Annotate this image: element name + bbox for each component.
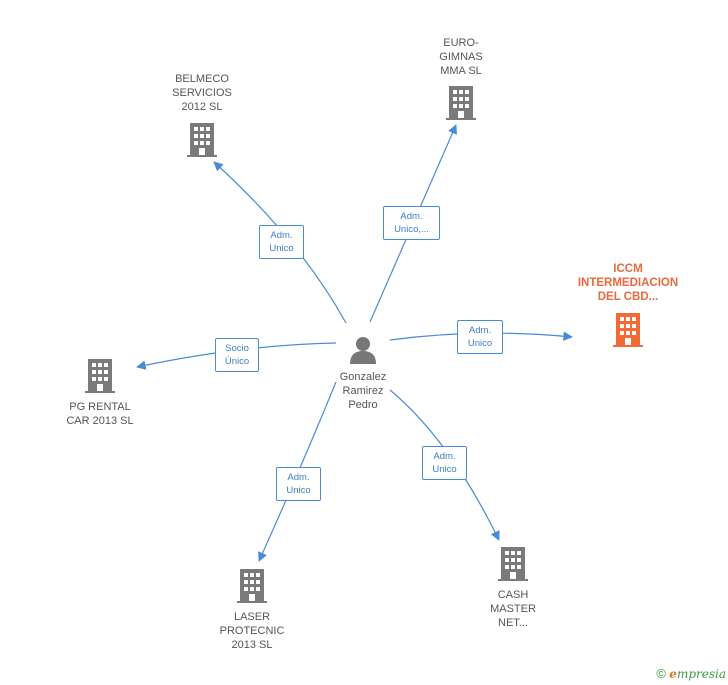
company-label: LASER PROTECNIC 2013 SL [219, 611, 285, 651]
company-label: ICCM INTERMEDIACION DEL CBD... [577, 263, 679, 303]
building-icon [237, 569, 267, 603]
edge-label-pg-rental[interactable]: Socio Único [215, 338, 259, 372]
company-node-euro-gimnas[interactable]: EURO- GIMNAS MMA SL [416, 36, 506, 121]
building-icon [85, 359, 115, 393]
edge-label-laser[interactable]: Adm. Unico [276, 467, 321, 501]
company-node-cash-master[interactable]: CASH MASTER NET... [472, 546, 554, 630]
company-label: BELMECO SERVICIOS 2012 SL [172, 73, 232, 113]
company-node-laser-protecnic[interactable]: LASER PROTECNIC 2013 SL [206, 568, 298, 652]
company-label: CASH MASTER NET... [490, 589, 536, 629]
building-icon [498, 547, 528, 581]
edge-label-cash-master[interactable]: Adm. Unico [422, 446, 467, 480]
edge-label-euro-gimnas[interactable]: Adm. Unico,... [383, 206, 440, 240]
company-label: PG RENTAL CAR 2013 SL [66, 401, 134, 427]
company-label: EURO- GIMNAS MMA SL [439, 37, 483, 77]
building-icon [613, 313, 643, 347]
edge-label-iccm[interactable]: Adm. Unico [457, 320, 503, 354]
company-node-iccm[interactable]: ICCM INTERMEDIACION DEL CBD... [562, 262, 694, 348]
building-icon [446, 86, 476, 120]
copyright-icon: © [656, 666, 666, 681]
brand-initial: e [669, 667, 677, 681]
edge-label-belmeco[interactable]: Adm. Unico [259, 225, 304, 259]
company-node-pg-rental[interactable]: PG RENTAL CAR 2013 SL [52, 358, 148, 428]
brand-name: mpresia [676, 667, 726, 681]
person-icon [350, 337, 376, 364]
person-node-gonzalez-ramirez-pedro[interactable]: Gonzalez Ramirez Pedro [326, 334, 400, 412]
building-icon [187, 123, 217, 157]
company-node-belmeco[interactable]: BELMECO SERVICIOS 2012 SL [152, 72, 252, 158]
empresia-logo: © empresia [656, 666, 726, 681]
person-label: Gonzalez Ramirez Pedro [339, 371, 387, 411]
